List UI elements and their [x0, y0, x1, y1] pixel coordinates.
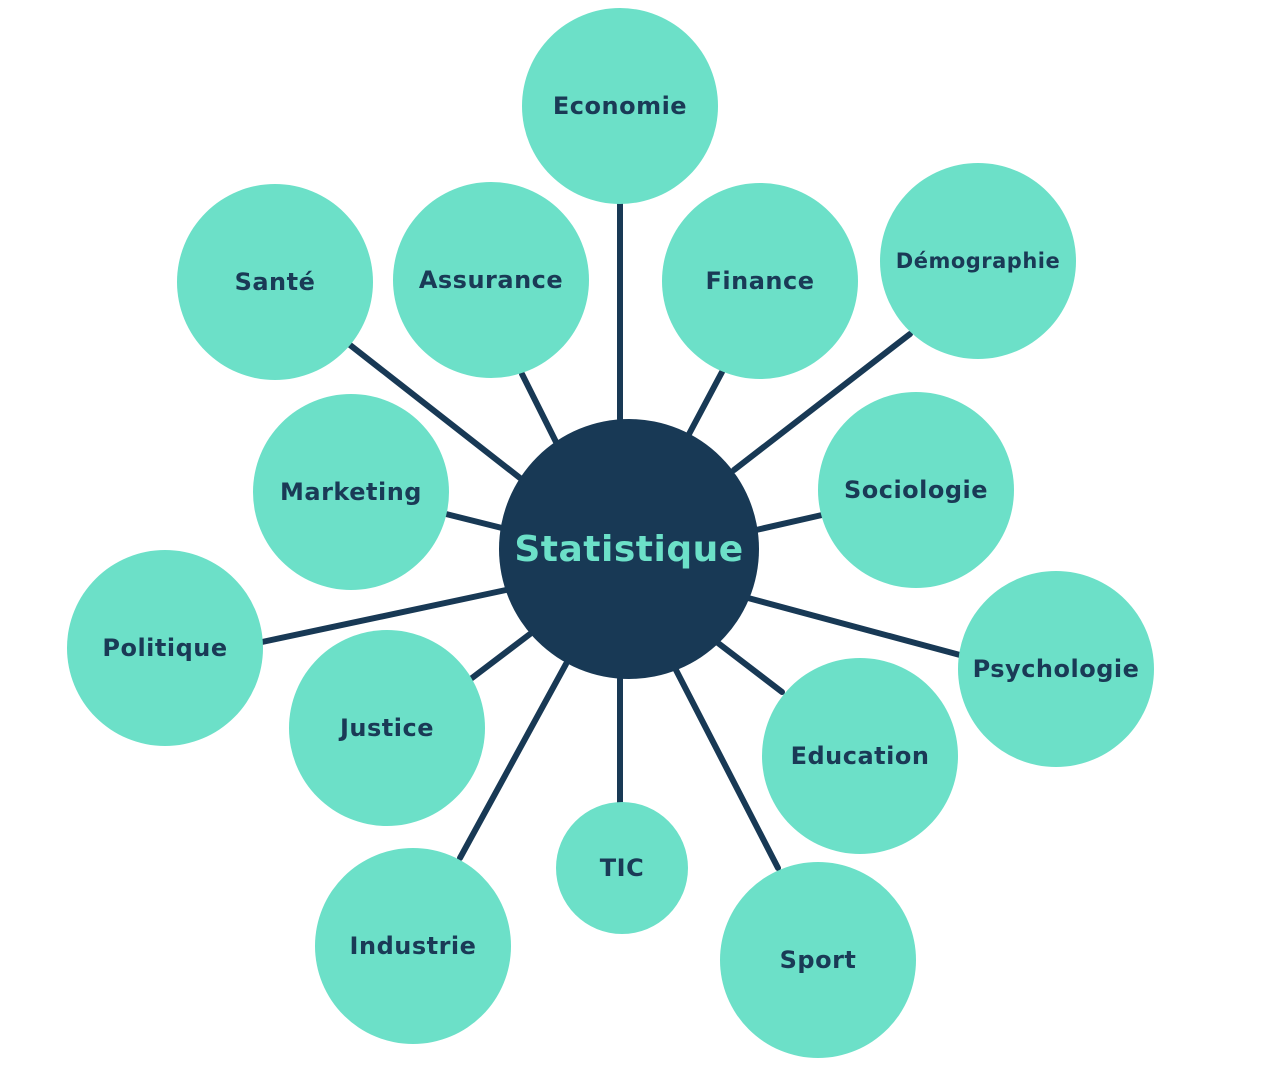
node-assurance[interactable]: Assurance: [393, 182, 589, 378]
node-marketing[interactable]: Marketing: [253, 394, 449, 590]
link-politique: [259, 587, 509, 645]
link-demographie: [731, 331, 913, 473]
node-sociologie[interactable]: Sociologie: [818, 392, 1014, 588]
link-justice: [469, 631, 533, 681]
node-label: Economie: [552, 92, 688, 120]
link-psychologie: [745, 595, 963, 658]
node-tic[interactable]: TIC: [556, 802, 688, 934]
link-industrie: [457, 661, 569, 861]
node-label: Psychologie: [972, 655, 1140, 683]
node-label: Justice: [339, 714, 434, 742]
node-label: Finance: [705, 267, 815, 295]
node-politique[interactable]: Politique: [67, 550, 263, 746]
node-sport[interactable]: Sport: [720, 862, 916, 1058]
node-demographie[interactable]: Démographie: [880, 163, 1076, 359]
link-finance: [685, 369, 725, 439]
link-assurance: [519, 371, 559, 445]
node-sante[interactable]: Santé: [177, 184, 373, 380]
node-label: Assurance: [418, 266, 564, 294]
node-label: Marketing: [280, 478, 422, 506]
node-label: Sociologie: [843, 476, 989, 504]
link-sociologie: [753, 512, 825, 533]
hub-label: Statistique: [514, 528, 744, 570]
node-justice[interactable]: Justice: [289, 630, 485, 826]
link-education: [715, 640, 785, 695]
node-label: TIC: [599, 854, 645, 882]
node-economie[interactable]: Economie: [522, 8, 718, 204]
node-label: Politique: [102, 634, 228, 662]
node-label: Santé: [234, 268, 316, 296]
node-finance[interactable]: Finance: [662, 183, 858, 379]
hub-node-statistique[interactable]: Statistique: [499, 419, 759, 679]
link-marketing: [443, 511, 505, 531]
node-label: Industrie: [349, 932, 477, 960]
node-education[interactable]: Education: [762, 658, 958, 854]
node-label: Sport: [779, 946, 857, 974]
link-sport: [673, 667, 781, 871]
node-psychologie[interactable]: Psychologie: [958, 571, 1154, 767]
node-industrie[interactable]: Industrie: [315, 848, 511, 1044]
link-sante: [347, 342, 523, 481]
node-label: Démographie: [895, 249, 1061, 273]
node-label: Education: [790, 742, 930, 770]
